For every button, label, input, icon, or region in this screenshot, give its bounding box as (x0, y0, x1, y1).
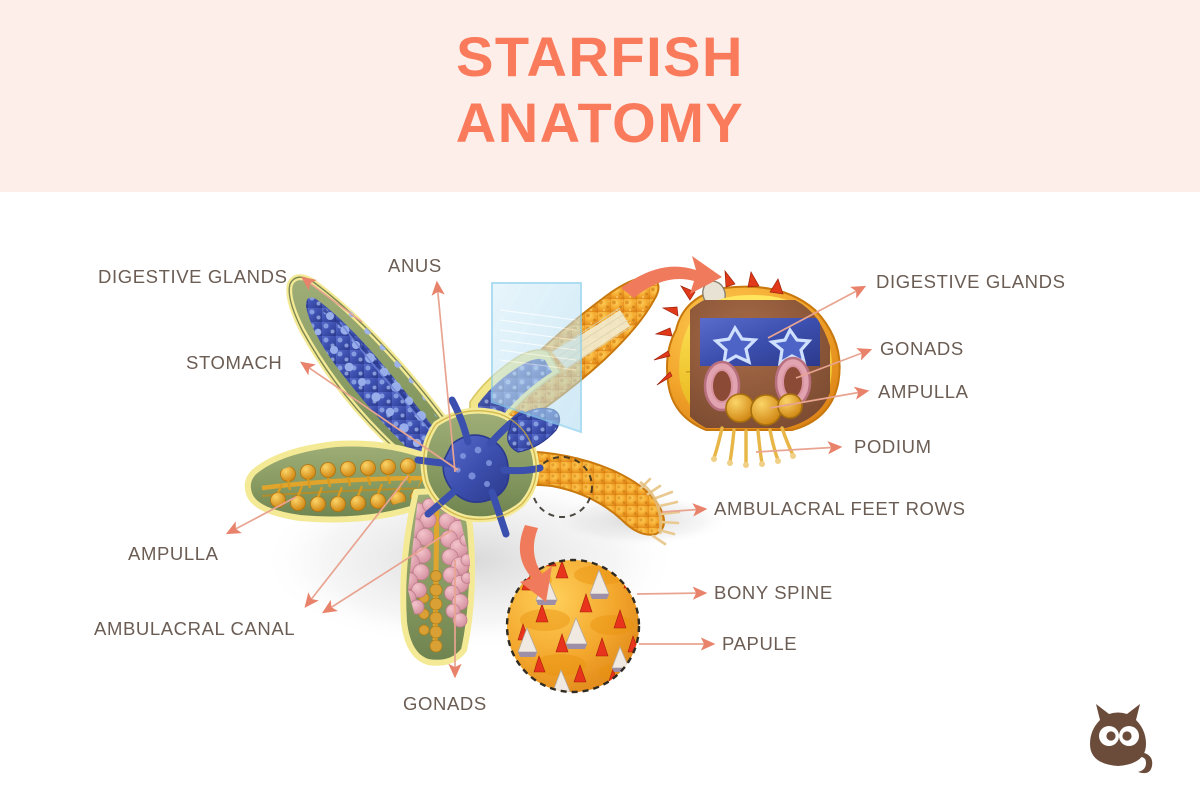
title-line-1: STARFISH (456, 25, 744, 88)
label-stomach: STOMACH (186, 352, 283, 373)
label-ampulla-right: AMPULLA (878, 381, 969, 402)
leader-digestive-glands-left (301, 276, 363, 323)
logo-pupil-right (1122, 731, 1132, 741)
leader-podium (755, 441, 843, 455)
leader-anus (431, 280, 456, 473)
logo-tail (1138, 752, 1153, 774)
cutting-plane (491, 282, 582, 434)
leader-stomach (300, 361, 459, 471)
disc-ring-outline (422, 409, 537, 521)
arrow-to-surface-detail (519, 525, 552, 602)
label-digestive-glands-right: DIGESTIVE GLANDS (876, 271, 1066, 292)
leader-bony-spine (636, 586, 708, 600)
label-podium: PODIUM (854, 436, 932, 457)
surface-detail-border (505, 558, 641, 694)
feet-fringe-base (639, 480, 663, 535)
page-title: STARFISH ANATOMY (0, 24, 1200, 156)
label-gonads-right: GONADS (880, 338, 964, 359)
label-gonads-bottom: GONADS (403, 693, 487, 714)
cross-section-ampullae (725, 393, 803, 426)
title-line-2: ANATOMY (455, 91, 745, 155)
leader-digestive-glands-right (767, 285, 867, 339)
cross-section-podia-tips (711, 453, 796, 468)
surface-detail-marker-circle (531, 456, 593, 518)
label-ambulacral-canal: AMBULACRAL CANAL (94, 618, 296, 639)
leader-ampulla-left (225, 496, 297, 535)
guide-arrows (519, 256, 722, 602)
cross-section-figure (653, 269, 841, 468)
label-ampulla-left: AMPULLA (128, 543, 219, 564)
label-bony-spine: BONY SPINE (714, 582, 833, 603)
label-digestive-glands-left: DIGESTIVE GLANDS (98, 266, 288, 287)
leader-ambulacral-canal-b (321, 529, 453, 614)
starfish-main-figure (244, 274, 681, 666)
cat-mascot-logo (1090, 704, 1153, 774)
label-papule: PAPULE (722, 633, 798, 654)
leader-gonads-right (795, 348, 873, 379)
label-anus: ANUS (388, 255, 442, 276)
gland-lumens (712, 324, 813, 367)
arrow-to-cross-section (621, 256, 722, 298)
label-ambulacral-feet-rows: AMBULACRAL FEET ROWS (714, 498, 966, 519)
logo-pupil-left (1106, 731, 1116, 741)
leader-ambulacral-feet-rows (661, 503, 708, 517)
leader-ambulacral-canal-a (304, 475, 409, 608)
leader-ampulla-right (769, 386, 870, 409)
header-band (0, 0, 1200, 192)
